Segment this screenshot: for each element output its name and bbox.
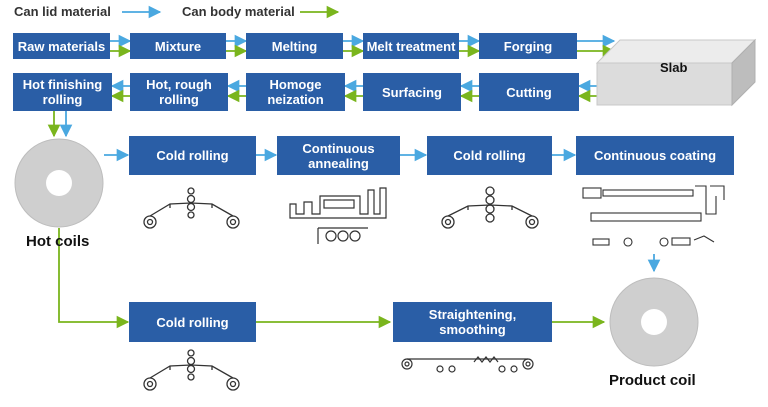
box-surfacing: Surfacing (363, 73, 461, 111)
body-route-arrows (58, 228, 606, 329)
hot-coils-label: Hot coils (26, 233, 90, 250)
lid-route-arrows (104, 148, 661, 273)
hot-coil-graphic (14, 138, 104, 228)
cold-rolling-mill-icon-3 (143, 349, 240, 391)
box-lid-cold-rolling-2: Cold rolling (427, 136, 552, 175)
continuous-coating-icon (582, 185, 725, 247)
legend-body-label: Can body material (182, 4, 295, 19)
box-melting: Melting (246, 33, 343, 59)
box-body-cold-rolling: Cold rolling (129, 302, 256, 342)
cold-rolling-mill-icon-1 (143, 187, 240, 229)
product-coil-graphic (609, 277, 699, 367)
row1-arrows (110, 34, 616, 58)
slab-graphic (595, 38, 757, 107)
legend-lid-label: Can lid material (14, 4, 111, 19)
box-straightening-smoothing: Straightening,smoothing (393, 302, 552, 342)
box-melt-treatment: Melt treatment (363, 33, 459, 59)
box-mixture: Mixture (130, 33, 226, 59)
straightening-smoothing-icon (401, 356, 534, 373)
box-forging: Forging (479, 33, 577, 59)
cold-rolling-mill-icon-2 (441, 186, 539, 229)
box-continuous-coating: Continuous coating (576, 136, 734, 175)
box-cutting: Cutting (479, 73, 579, 111)
slab-label: Slab (660, 60, 688, 75)
box-lid-cold-rolling-1: Cold rolling (129, 136, 256, 175)
box-raw-materials: Raw materials (13, 33, 110, 59)
product-coil-label: Product coil (609, 372, 696, 389)
continuous-annealing-icon (289, 187, 387, 244)
